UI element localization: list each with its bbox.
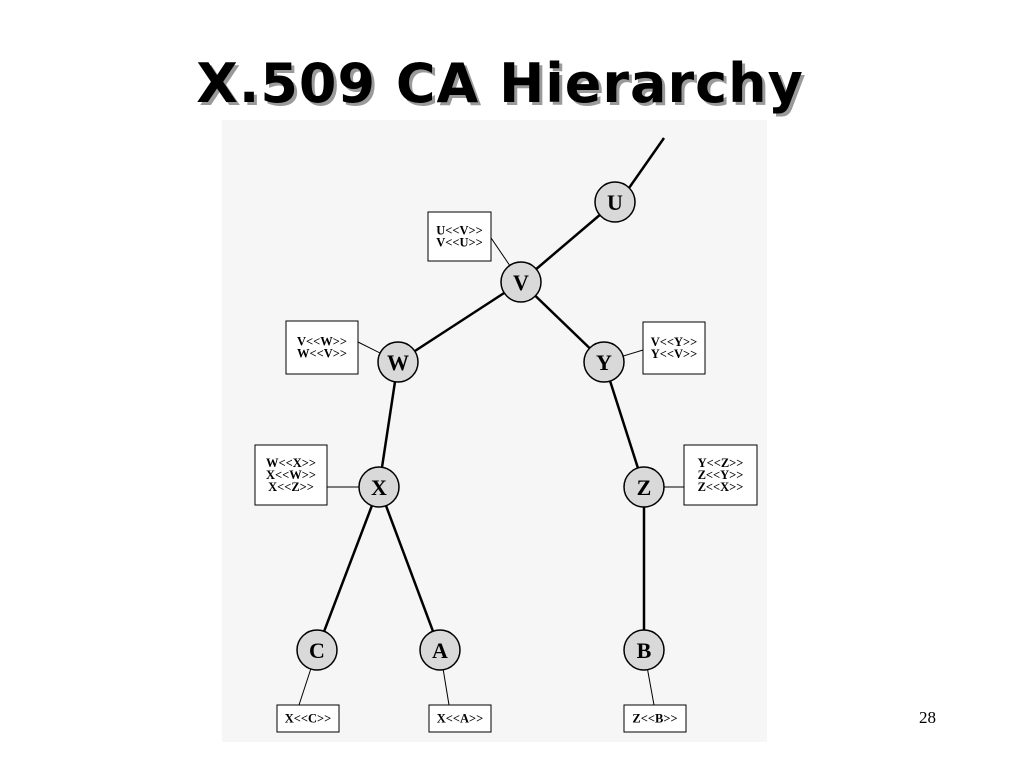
- node-label-x: X: [371, 475, 387, 500]
- cert-line-c-1: X<<C>>: [285, 712, 332, 726]
- cert-box-x: [254, 444, 328, 506]
- cert-box-w: [285, 320, 359, 375]
- cert-line-y-1: V<<Y>>: [651, 335, 698, 349]
- edge-x-c: [315, 486, 381, 651]
- cert-line-z-3: Z<<X>>: [698, 480, 744, 494]
- slide-title: X.509 CA Hierarchy: [196, 52, 804, 115]
- node-label-u: U: [607, 190, 623, 215]
- node-label-a: A: [432, 638, 448, 663]
- cert-line-w-2: W<<V>>: [297, 347, 347, 361]
- node-circle-w: [377, 341, 419, 383]
- ca-hierarchy-svg: U<<V>>V<<U>> V<<W>>W<<V>> V<<Y>>Y<<V>> W<<X…: [254, 137, 758, 733]
- node-circle-a: [419, 629, 461, 671]
- node-circle-c: [296, 629, 338, 671]
- uplink-edge: [627, 137, 666, 189]
- node-circle-b: [623, 629, 665, 671]
- node-label-w: W: [387, 350, 409, 375]
- node-label-v: V: [513, 270, 529, 295]
- cert-line-w-1: V<<W>>: [297, 335, 347, 349]
- edge-y-z: [602, 361, 646, 488]
- node-label-z: Z: [637, 475, 652, 500]
- cert-line-z-1: Y<<Z>>: [698, 456, 744, 470]
- node-circle-u: [594, 181, 636, 223]
- cert-box-v: [427, 211, 492, 262]
- page-number: 28: [919, 708, 936, 727]
- node-circle-y: [583, 341, 625, 383]
- node-label-y: Y: [596, 350, 612, 375]
- cert-box-z: [683, 444, 758, 506]
- cert-line-b-1: Z<<B>>: [632, 712, 677, 726]
- cert-line-x-3: X<<Z>>: [268, 480, 314, 494]
- cert-box-a: [428, 704, 492, 733]
- cert-line-v-1: U<<V>>: [436, 224, 483, 238]
- cert-line-a-1: X<<A>>: [437, 712, 484, 726]
- cert-line-v-2: V<<U>>: [436, 236, 483, 250]
- ca-hierarchy-diagram: U<<V>>V<<U>> V<<W>>W<<V>> V<<Y>>Y<<V>> W<<X…: [222, 120, 767, 742]
- edge-x-a: [377, 486, 442, 651]
- node-circle-x: [358, 466, 400, 508]
- node-label-c: C: [309, 638, 325, 663]
- cert-line-z-2: Z<<Y>>: [698, 468, 744, 482]
- cert-box-b: [623, 704, 687, 733]
- edge-w-x: [377, 361, 400, 488]
- node-circle-z: [623, 466, 665, 508]
- cert-line-y-2: Y<<V>>: [651, 347, 698, 361]
- cert-box-c: [276, 704, 340, 733]
- edge-v-w: [397, 280, 522, 364]
- cert-line-x-2: X<<W>>: [266, 468, 316, 482]
- cert-line-x-1: W<<X>>: [266, 456, 316, 470]
- node-label-b: B: [637, 638, 652, 663]
- node-circle-v: [500, 261, 542, 303]
- cert-box-y: [642, 321, 706, 375]
